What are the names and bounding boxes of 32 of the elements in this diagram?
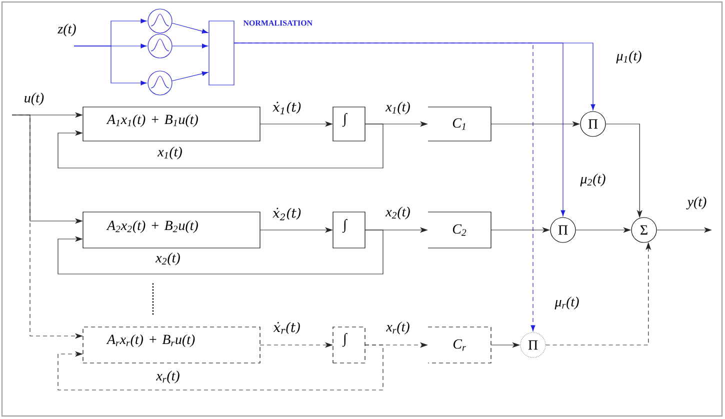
edge-label: ẋ$_{r}$(t) bbox=[272, 321, 302, 335]
gain-box: C$_{2}$ bbox=[428, 212, 492, 248]
edge-label: x$_{2}$(t) bbox=[384, 206, 412, 220]
edge-label: u(t) bbox=[22, 92, 46, 106]
edge-label: x$_{2}$(t) bbox=[154, 252, 182, 266]
gain-box: C$_{1}$ bbox=[428, 106, 492, 142]
edge-label: μ$_{2}$(t) bbox=[579, 172, 607, 188]
integrator-box: ∫ bbox=[332, 106, 366, 142]
edge-label: x$_{1}$(t) bbox=[384, 100, 412, 116]
state-box: A$_{r}$x$_{r}$(t) + B$_{r}$u(t) bbox=[82, 326, 260, 364]
arrow bbox=[172, 22, 208, 34]
integrator-box: ∫ bbox=[332, 212, 366, 248]
arrow bbox=[172, 71, 208, 82]
edge-label: ẋ$_{2}$(t) bbox=[272, 206, 302, 222]
arrow bbox=[234, 42, 536, 332]
arrow bbox=[58, 230, 384, 274]
arrow bbox=[58, 124, 384, 168]
arrow bbox=[74, 46, 147, 86]
edge-label: μ$_{1}$(t) bbox=[615, 50, 643, 64]
edge-label: x$_{r}$(t) bbox=[155, 370, 181, 384]
integrator-box: ∫ bbox=[332, 326, 366, 364]
edge-label: x$_{1}$(t) bbox=[156, 146, 184, 160]
arrow bbox=[58, 344, 384, 390]
gain-box: C$_{r}$ bbox=[428, 326, 492, 364]
state-box: A$_{1}$x$_{1}$(t) + B$_{1}$u(t) bbox=[82, 106, 260, 142]
edge-label: μ$_{r}$(t) bbox=[554, 296, 580, 310]
edge-label: y(t) bbox=[686, 196, 708, 210]
arrow bbox=[172, 44, 208, 48]
edge-label: z(t) bbox=[56, 22, 78, 38]
state-box: A$_{2}$x$_{2}$(t) + B$_{2}$u(t) bbox=[82, 212, 260, 248]
edge-label: ẋ$_{1}$(t) bbox=[272, 100, 302, 116]
edge-label: x$_{r}$(t) bbox=[385, 320, 411, 336]
